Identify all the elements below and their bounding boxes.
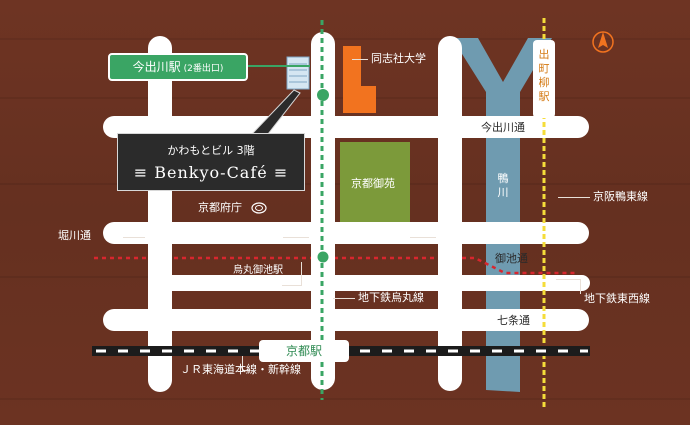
shichijo-label: 七条通 <box>497 314 530 327</box>
demachiyanagi-station-badge: 出町柳駅 <box>533 40 555 118</box>
karasuma-oike-label: 烏丸御池駅 <box>233 265 283 276</box>
horikawa-label: 堀川通 <box>58 229 91 242</box>
cafe-callout: かわもとビル 3階 ≡ Benkyo-Café ≡ <box>117 133 305 191</box>
jr-leader-v <box>242 356 243 370</box>
tozai-line <box>94 256 578 275</box>
imadegawa-station-marker <box>317 89 329 101</box>
imadegawa-exit-badge: 今出川駅(2番出口) <box>108 53 248 81</box>
gosho-park <box>340 142 410 222</box>
karasuma-oike-leader <box>282 285 302 286</box>
cafe-name: ≡ Benkyo-Café ≡ <box>133 163 289 182</box>
road-imadegawa <box>103 116 589 138</box>
karasuma-oike-leader-v <box>301 262 302 286</box>
road-marutamachi <box>103 222 589 244</box>
road-horikawa <box>148 36 172 392</box>
keihan-label: 京阪鴨東線 <box>593 190 648 203</box>
oike-street-label: 御池通 <box>495 252 528 265</box>
kyoto-station-badge: 京都駅 <box>259 340 349 362</box>
doshisha-campus <box>343 46 376 113</box>
karasuma-line-label: 地下鉄烏丸線 <box>358 291 424 304</box>
kamogawa-label: 鴨川 <box>497 172 509 199</box>
wood-grain <box>0 398 690 400</box>
horikawa-leader <box>123 237 145 238</box>
tozai-label: 地下鉄東西線 <box>584 292 650 305</box>
tozai-leader-v <box>580 279 581 294</box>
karasuma-street-label: 烏丸通 <box>237 229 270 242</box>
imadegawa-exit-sub: (2番出口) <box>183 64 224 74</box>
cafe-floor-label: かわもとビル 3階 <box>167 144 255 157</box>
gosho-label: 京都御苑 <box>351 177 395 190</box>
jr-leader <box>242 370 250 371</box>
road-oike <box>150 275 590 291</box>
karasuma-oike-station-marker <box>317 251 329 263</box>
kawaramachi-leader <box>410 237 436 238</box>
jr-label: ＪＲ東海道本線・新幹線 <box>180 363 301 376</box>
kyoto-station-label: 京都駅 <box>285 344 322 358</box>
imadegawa-exit-label: 今出川駅 <box>132 60 181 74</box>
road-shichijo <box>103 309 589 331</box>
keihan-leader <box>558 197 590 198</box>
road-kawaramachi <box>438 36 462 391</box>
prefecture-label: 京都府庁 <box>198 201 242 214</box>
imadegawa-street-label: 今出川通 <box>481 121 525 134</box>
demachiyanagi-label: 出町柳駅 <box>538 48 550 103</box>
exit-leader <box>248 65 310 67</box>
karasuma-line-leader <box>333 298 355 299</box>
doshisha-label: 同志社大学 <box>371 52 426 65</box>
kawaramachi-label: 河原町通 <box>353 229 397 242</box>
karasuma-leader <box>283 237 309 238</box>
wood-grain <box>0 38 690 40</box>
doshisha-leader <box>352 59 368 60</box>
tozai-leader <box>556 279 580 280</box>
kamo-river <box>452 38 552 392</box>
